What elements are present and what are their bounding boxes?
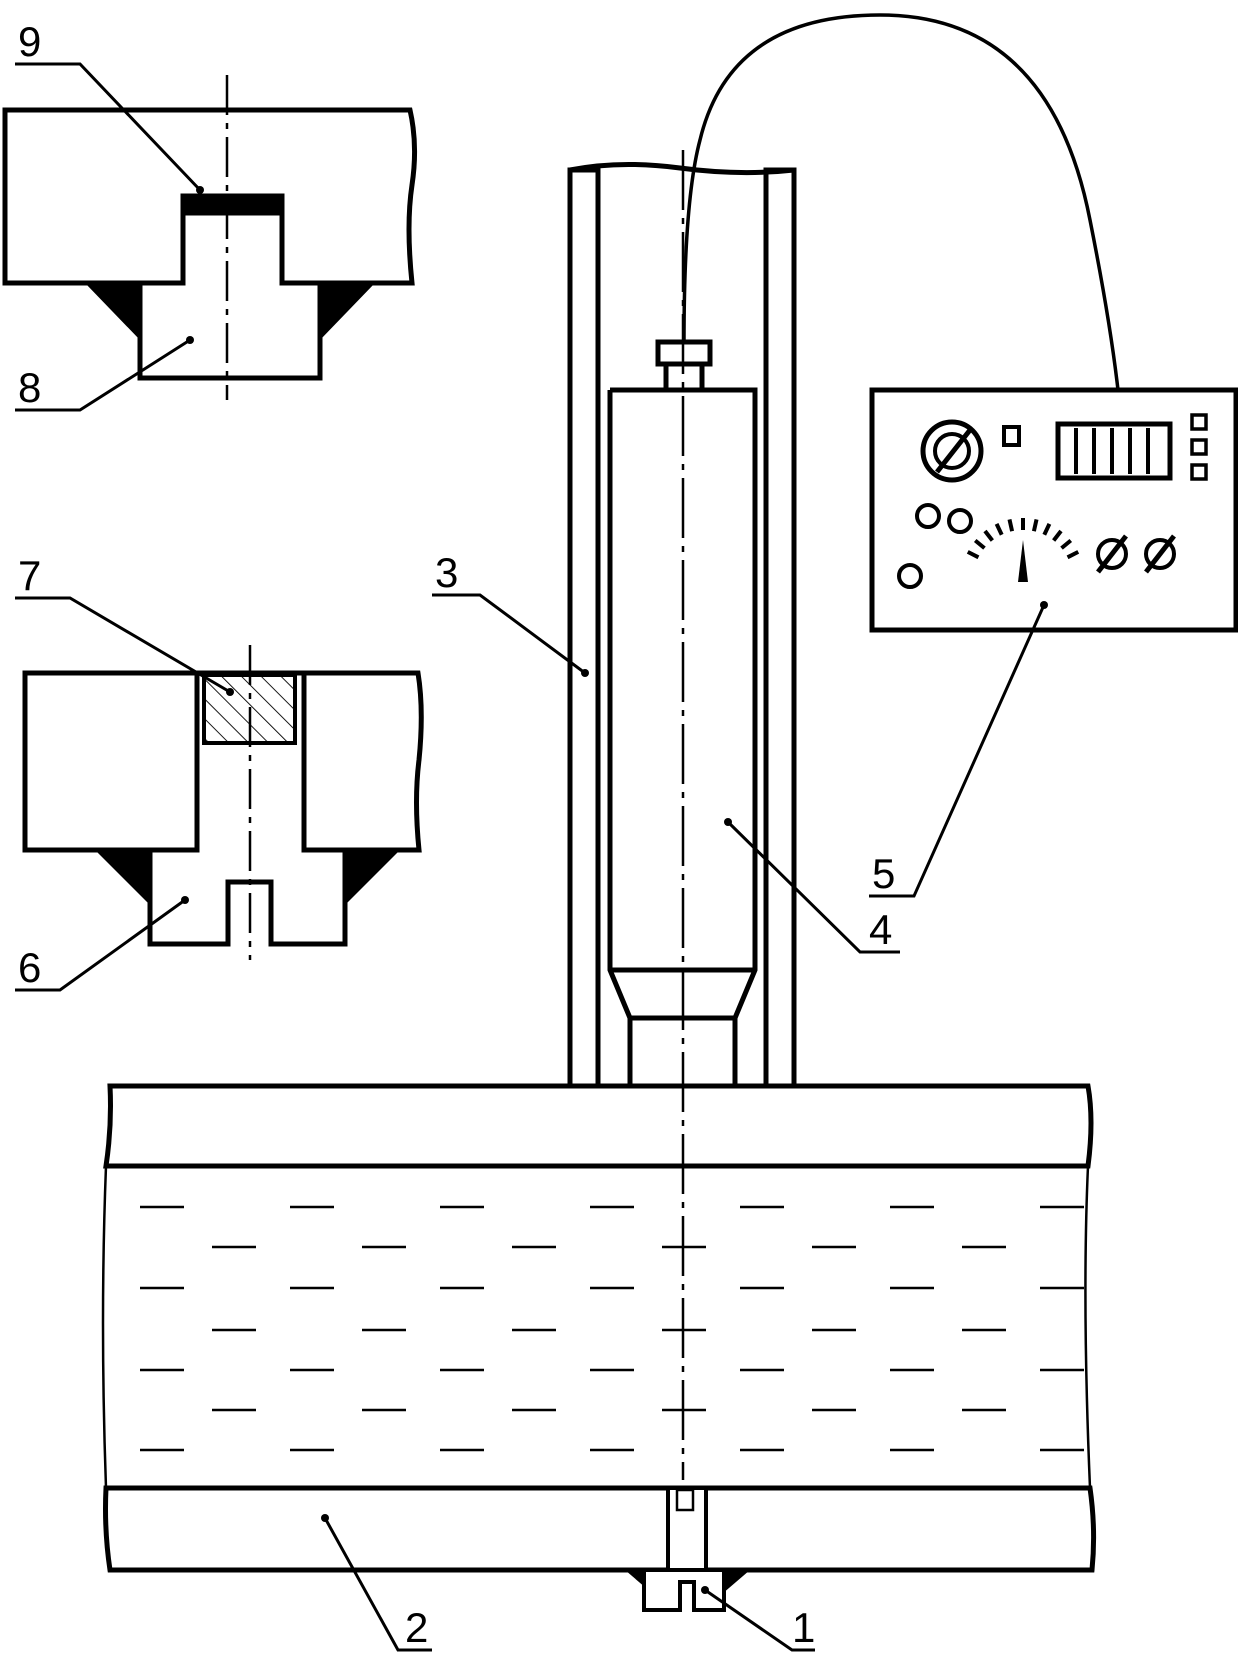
gauge-tick [1042,523,1052,536]
gauge-tick [994,523,1004,536]
detail-plug-6 [22,645,424,960]
label-6: 6 [18,944,41,991]
gauge-tick [983,529,994,542]
leader-dots [181,186,1048,1594]
label-1: 1 [792,1604,815,1651]
gauge-tick [966,550,980,560]
instrument-5 [869,387,1238,633]
detail-plug-8 [2,75,418,400]
gauge-tick [1066,550,1080,560]
fluid-dashes [140,1205,1084,1452]
gauge-ticks [966,518,1080,560]
label-4: 4 [869,906,892,953]
leaders [15,62,1046,1652]
gauge-tick [1052,529,1063,542]
gauge-tick [1031,519,1039,532]
label-2: 2 [405,1604,428,1651]
gauge-needle-icon [1018,540,1028,582]
gauge-tick [973,538,986,550]
label-7: 7 [18,552,41,599]
label-5: 5 [872,850,895,897]
gauge-tick [1007,519,1015,532]
pipe-section [101,1083,1097,1612]
label-9: 9 [18,18,41,65]
label-3: 3 [435,549,458,596]
label-8: 8 [18,364,41,411]
tube-3 [567,13,1120,1480]
gauge-tick [1060,538,1073,550]
